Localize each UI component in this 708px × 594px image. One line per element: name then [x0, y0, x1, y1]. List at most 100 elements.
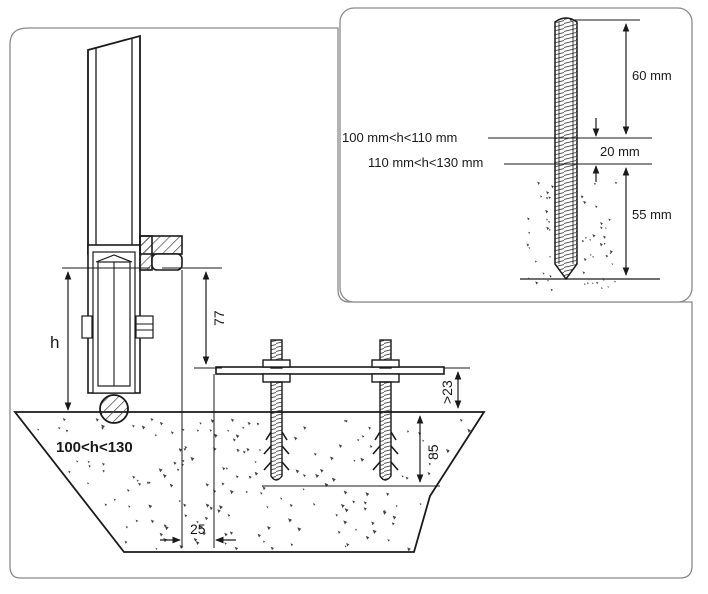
concrete-speck — [596, 281, 599, 285]
concrete-speck — [343, 490, 348, 495]
concrete-speck — [254, 460, 257, 464]
dim-bottom-label: 55 mm — [632, 207, 672, 222]
concrete-speck — [392, 515, 397, 520]
concrete-speck — [158, 468, 163, 473]
concrete-speck — [386, 492, 390, 496]
concrete-speck — [526, 243, 530, 247]
concrete-speck — [353, 459, 356, 462]
concrete-speck — [76, 460, 79, 463]
dimension-clearance: >23 — [439, 367, 470, 409]
concrete-speck — [136, 479, 139, 483]
concrete-speck — [314, 452, 317, 456]
concrete-speck — [537, 181, 541, 185]
concrete-speck — [132, 424, 135, 428]
concrete-speck — [126, 489, 130, 493]
concrete-speck — [68, 470, 71, 474]
concrete-speck — [88, 464, 91, 468]
concrete-speck — [234, 546, 239, 551]
concrete-speck — [331, 477, 336, 482]
concrete-speck — [540, 195, 543, 198]
concrete-speck — [592, 234, 596, 238]
concrete-speck — [154, 434, 158, 437]
dimension-25: 25 — [160, 270, 236, 548]
concrete-speck — [585, 236, 587, 239]
concrete-speck — [248, 475, 252, 480]
concrete-speck — [357, 438, 360, 442]
concrete-speck — [580, 195, 584, 199]
concrete-speck — [205, 483, 209, 487]
concrete-speck — [405, 476, 409, 480]
concrete-speck — [371, 521, 375, 526]
concrete-speck — [337, 530, 341, 534]
concrete-speck — [550, 288, 553, 292]
concrete-speck — [243, 450, 246, 454]
detail-panel: 60 mm 20 mm 55 mm 100 mm<h<110 mm 110 mm… — [339, 7, 693, 303]
concrete-speck — [210, 419, 215, 423]
guide-rail — [99, 394, 129, 424]
plate-clearance-label: >23 — [439, 380, 455, 404]
concrete-speck — [179, 545, 184, 550]
concrete-speck — [593, 182, 597, 186]
dimension-85: 85 — [262, 415, 441, 487]
concrete-speck — [581, 239, 585, 243]
concrete-speck — [124, 540, 128, 544]
concrete-speck — [363, 501, 367, 505]
concrete-speck — [101, 424, 105, 429]
concrete-speck — [229, 489, 234, 495]
concrete-speck — [227, 429, 230, 433]
concrete-speck — [190, 456, 195, 462]
concrete-speck — [217, 509, 221, 513]
concrete-speck — [330, 456, 334, 461]
concrete-speck — [150, 418, 154, 422]
concrete-speck — [218, 505, 223, 510]
concrete-speck — [406, 430, 410, 433]
concrete-speck — [602, 277, 606, 281]
concrete-speck — [242, 426, 245, 430]
concrete-speck — [527, 277, 530, 280]
concrete-speck — [589, 238, 592, 241]
concrete-speck — [178, 499, 181, 503]
concrete-speck — [609, 250, 613, 254]
concrete-speck — [365, 492, 370, 497]
concrete-speck — [229, 531, 234, 535]
concrete-speck — [589, 254, 592, 256]
concrete-speck — [343, 520, 348, 525]
concrete-speck — [391, 522, 395, 526]
concrete-speck — [178, 448, 183, 452]
concrete-speck — [528, 246, 531, 249]
concrete-speck — [199, 422, 202, 425]
main-panel: h 100<h<130 77 25 >23 85 — [9, 27, 693, 579]
dimension-h: h — [50, 267, 150, 411]
concrete-speck — [419, 503, 422, 506]
concrete-speck — [224, 542, 227, 545]
concrete-speck — [257, 533, 261, 538]
guide-angle — [139, 235, 183, 271]
concrete-speck — [222, 467, 226, 471]
concrete-speck — [583, 257, 587, 262]
concrete-speck — [611, 263, 614, 266]
concrete-speck — [365, 535, 370, 540]
dimension-55mm: 55 mm — [622, 167, 672, 276]
concrete-speck — [344, 508, 349, 513]
concrete-speck — [65, 429, 69, 433]
concrete-speck — [320, 468, 324, 473]
concrete-speck — [184, 514, 188, 518]
concrete-speck — [600, 226, 603, 230]
concrete-speck — [599, 242, 603, 247]
concrete-speck — [295, 469, 300, 474]
concrete-speck — [338, 444, 343, 448]
concrete-speck — [102, 462, 105, 466]
concrete-speck — [128, 505, 131, 508]
concrete-speck — [583, 283, 586, 286]
concrete-speck — [600, 287, 603, 290]
concrete-speck — [527, 217, 530, 221]
concrete-speck — [182, 459, 185, 463]
concrete-speck — [595, 205, 598, 209]
concrete-speck — [535, 281, 539, 285]
concrete-speck — [193, 537, 198, 542]
concrete-speck — [204, 516, 209, 521]
concrete-speck — [542, 272, 545, 275]
concrete-speck — [407, 547, 411, 552]
concrete-speck — [221, 482, 225, 486]
concrete-speck — [209, 506, 213, 511]
